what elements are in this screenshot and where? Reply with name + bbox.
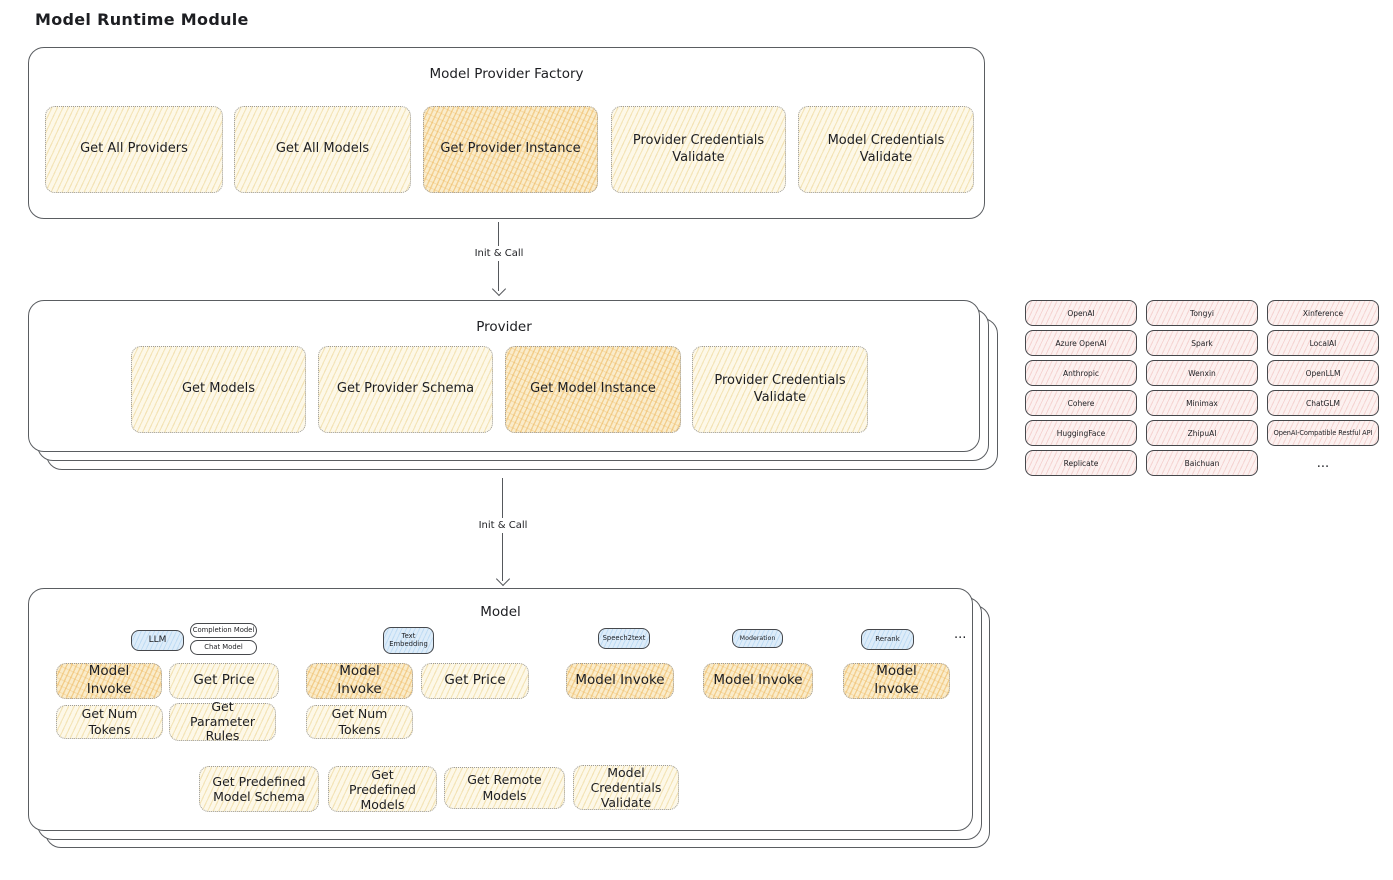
provider-chip-openllm: OpenLLM bbox=[1267, 360, 1379, 386]
provider-chip-huggingface: HuggingFace bbox=[1025, 420, 1137, 446]
provider-chip-openai: OpenAI bbox=[1025, 300, 1137, 326]
factory-title: Model Provider Factory bbox=[429, 66, 584, 82]
model-op-get-predefined-models: Get Predefined Models bbox=[328, 766, 437, 812]
op-label: Get Provider Instance bbox=[440, 141, 581, 157]
op-label: Get Predefined Model Schema bbox=[212, 774, 306, 804]
provider-chip-spark: Spark bbox=[1146, 330, 1258, 356]
op-label: Get Price bbox=[444, 672, 506, 689]
op-label: Model Invoke bbox=[874, 663, 919, 697]
op-label: Model Invoke bbox=[86, 663, 132, 697]
provider-op-get-provider-schema: Get Provider Schema bbox=[318, 346, 493, 433]
model-type-chat-model: Chat Model bbox=[190, 640, 257, 655]
provider-chip-anthropic: Anthropic bbox=[1025, 360, 1137, 386]
op-label: Model Credentials Validate bbox=[827, 132, 945, 165]
arrowhead-down-icon bbox=[491, 281, 507, 297]
provider-chip-baichuan: Baichuan bbox=[1146, 450, 1258, 476]
provider-container: Provider Get Models Get Provider Schema … bbox=[28, 300, 980, 452]
factory-op-model-credentials-validate: Model Credentials Validate bbox=[798, 106, 974, 193]
providers-ellipsis: ... bbox=[1316, 455, 1330, 471]
op-label: Get Provider Schema bbox=[336, 381, 475, 397]
arrow-label: Init & Call bbox=[473, 518, 533, 533]
op-label: Get All Providers bbox=[80, 141, 188, 157]
op-label: Get Model Instance bbox=[530, 381, 656, 397]
llm-op-get-num-tokens: Get Num Tokens bbox=[56, 705, 163, 739]
model-types-ellipsis: ... bbox=[954, 627, 967, 642]
op-label: Model Invoke bbox=[337, 663, 382, 697]
model-type-moderation: Moderation bbox=[732, 629, 783, 648]
model-type-speech2text: Speech2text bbox=[598, 628, 650, 649]
llm-op-model-invoke: Model Invoke bbox=[56, 663, 162, 699]
factory-op-provider-credentials-validate: Provider Credentials Validate bbox=[611, 106, 786, 193]
op-label: Provider Credentials Validate bbox=[714, 372, 846, 405]
provider-chip-xinference: Xinference bbox=[1267, 300, 1379, 326]
op-label: Get Remote Models bbox=[467, 771, 542, 803]
provider-chip-azure-openai: Azure OpenAI bbox=[1025, 330, 1137, 356]
provider-op-get-model-instance: Get Model Instance bbox=[505, 346, 681, 433]
op-label: Get Num Tokens bbox=[81, 705, 138, 737]
factory-container: Model Provider Factory Get All Providers… bbox=[28, 47, 985, 219]
model-container: Model LLM Completion Model Chat Model Te… bbox=[28, 588, 973, 831]
provider-chip-zhipuai: ZhipuAI bbox=[1146, 420, 1258, 446]
op-label: Get Parameter Rules bbox=[189, 699, 256, 744]
op-label: Get Models bbox=[181, 381, 256, 397]
provider-title: Provider bbox=[476, 319, 532, 335]
provider-chip-cohere: Cohere bbox=[1025, 390, 1137, 416]
op-label: Model Credentials Validate bbox=[590, 765, 662, 810]
speech2text-op-model-invoke: Model Invoke bbox=[566, 663, 674, 699]
op-label: Get Predefined Models bbox=[349, 766, 416, 812]
arrowhead-down-icon bbox=[495, 571, 511, 587]
provider-chip-tongyi: Tongyi bbox=[1146, 300, 1258, 326]
op-label: Provider Credentials Validate bbox=[632, 132, 765, 165]
factory-op-get-all-models: Get All Models bbox=[234, 106, 411, 193]
op-label: Get All Models bbox=[275, 141, 370, 157]
rerank-op-model-invoke: Model Invoke bbox=[843, 663, 950, 699]
arrow-label: Init & Call bbox=[469, 246, 529, 261]
provider-chip-minimax: Minimax bbox=[1146, 390, 1258, 416]
llm-op-get-price: Get Price bbox=[169, 663, 279, 699]
provider-chip-chatglm: ChatGLM bbox=[1267, 390, 1379, 416]
model-type-llm: LLM bbox=[131, 630, 184, 651]
op-label: Get Num Tokens bbox=[331, 705, 388, 737]
op-label: Model Invoke bbox=[575, 672, 665, 689]
model-type-text-embedding: Text Embedding bbox=[383, 627, 434, 654]
provider-op-get-models: Get Models bbox=[131, 346, 306, 433]
init-call-arrow-2: Init & Call bbox=[473, 478, 533, 587]
init-call-arrow-1: Init & Call bbox=[469, 222, 529, 297]
providers-grid: OpenAI Tongyi Xinference Azure OpenAI Sp… bbox=[1025, 300, 1379, 476]
provider-op-provider-credentials-validate: Provider Credentials Validate bbox=[692, 346, 868, 433]
model-op-get-remote-models: Get Remote Models bbox=[444, 767, 565, 809]
llm-op-get-parameter-rules: Get Parameter Rules bbox=[169, 699, 276, 744]
factory-op-get-provider-instance: Get Provider Instance bbox=[423, 106, 598, 193]
op-label: Get Price bbox=[193, 672, 255, 689]
model-title: Model bbox=[480, 604, 521, 620]
model-type-completion-model: Completion Model bbox=[190, 623, 257, 638]
op-label: Model Invoke bbox=[713, 672, 803, 689]
model-op-get-predefined-model-schema: Get Predefined Model Schema bbox=[199, 766, 319, 812]
text-embedding-op-model-invoke: Model Invoke bbox=[306, 663, 413, 699]
text-embedding-op-get-price: Get Price bbox=[421, 663, 529, 699]
page-title: Model Runtime Module bbox=[35, 10, 249, 29]
provider-chip-localai: LocalAI bbox=[1267, 330, 1379, 356]
provider-chip-replicate: Replicate bbox=[1025, 450, 1137, 476]
factory-op-get-all-providers: Get All Providers bbox=[45, 106, 223, 193]
provider-chip-wenxin: Wenxin bbox=[1146, 360, 1258, 386]
provider-chip-openai-compatible-restful-api: OpenAI-Compatible Restful API bbox=[1267, 420, 1379, 446]
moderation-op-model-invoke: Model Invoke bbox=[703, 663, 813, 699]
model-op-model-credentials-validate: Model Credentials Validate bbox=[573, 765, 679, 810]
model-type-rerank: Rerank bbox=[861, 629, 914, 650]
text-embedding-op-get-num-tokens: Get Num Tokens bbox=[306, 705, 413, 739]
